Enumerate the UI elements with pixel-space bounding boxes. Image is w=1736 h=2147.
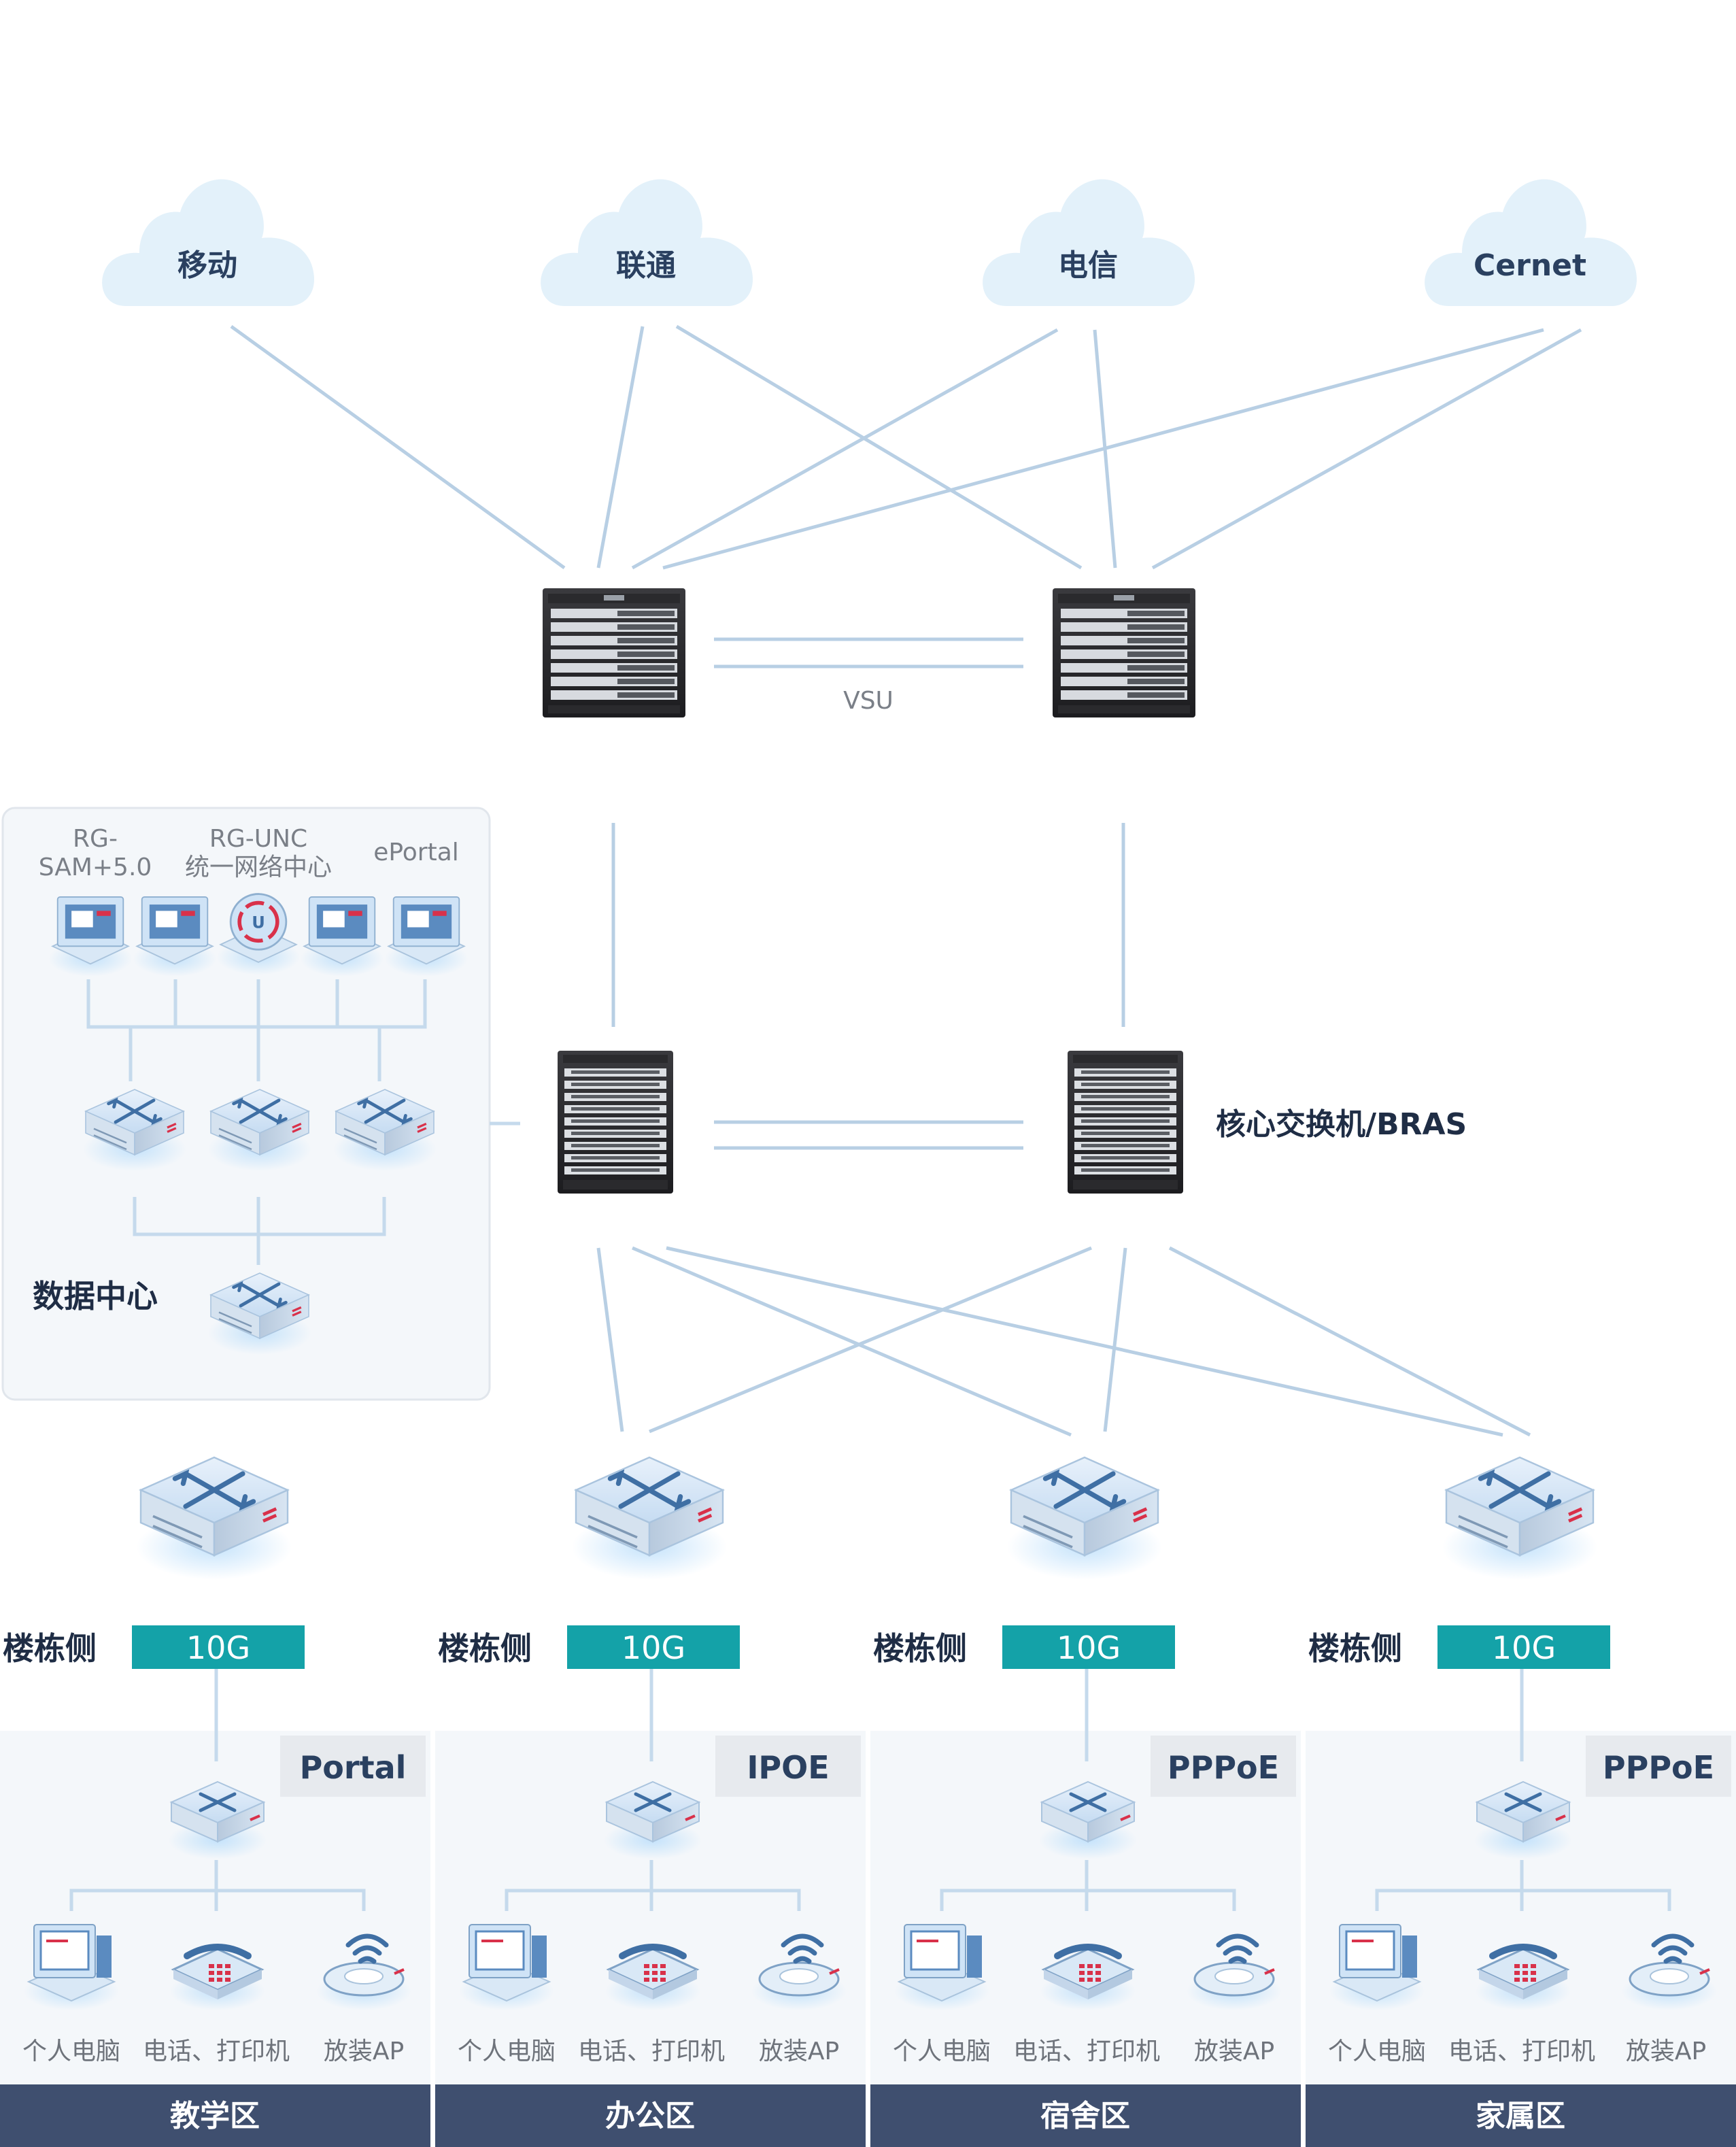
speed-tag-text: 10G	[186, 1629, 250, 1666]
server-eportal-1	[299, 896, 385, 977]
edge-router-right	[1053, 588, 1195, 717]
auth-badge-text: PPPoE	[1603, 1749, 1714, 1786]
vsu-label: VSU	[843, 687, 893, 715]
pc-icon	[22, 1923, 120, 2012]
sam-label-line1: RG-	[73, 825, 118, 853]
phone-icon	[1040, 1947, 1136, 2010]
zone-label: 宿舍区	[1040, 2099, 1130, 2133]
server-eportal-2	[384, 896, 469, 977]
device-label-pc: 个人电脑	[458, 2038, 556, 2065]
speed-tag-text: 10G	[622, 1629, 685, 1666]
agg-switch	[1007, 1457, 1162, 1580]
building-side-label: 楼栋侧	[3, 1630, 97, 1667]
pc-icon	[893, 1923, 991, 2012]
unc-label-line2: 统一网络中心	[185, 853, 332, 881]
uplink-lines	[230, 324, 1582, 570]
auth-badge-text: IPOE	[747, 1749, 829, 1786]
auth-badge-text: Portal	[300, 1749, 407, 1786]
building-column-teaching: 楼栋侧 10G Portal 个人电脑 电话、打印机 放装AP 教学区	[0, 1457, 430, 2147]
device-label-pc: 个人电脑	[893, 2038, 991, 2065]
phone-icon	[1476, 1947, 1571, 2010]
datacenter-panel: RG- SAM+5.0 RG-UNC 统一网络中心 ePortal 数据中心	[1, 807, 520, 1401]
speed-tag-text: 10G	[1492, 1629, 1556, 1666]
cloud-telecom: 电信	[983, 179, 1195, 306]
cloud-label-mobile: 移动	[177, 248, 237, 283]
device-label-pc: 个人电脑	[1328, 2038, 1426, 2065]
pc-icon	[1328, 1923, 1426, 2012]
zone-bar	[1306, 2084, 1736, 2147]
vsu-link: VSU	[714, 637, 1023, 715]
cloud-cernet: Cernet	[1425, 179, 1637, 306]
zone-label: 家属区	[1476, 2099, 1565, 2133]
server-sam-1	[48, 896, 133, 977]
datacenter-title: 数据中心	[33, 1278, 158, 1315]
zone-bar	[435, 2084, 866, 2147]
building-column-family: 楼栋侧 10G PPPoE 个人电脑 电话、打印机 放装AP 家属区	[1306, 1457, 1736, 2147]
cloud-unicom: 联通	[541, 179, 753, 306]
sam-label-line2: SAM+5.0	[39, 853, 152, 881]
cloud-mobile: 移动	[102, 179, 315, 306]
device-label-ap: 放装AP	[759, 2038, 839, 2065]
speed-tag	[132, 1625, 305, 1669]
building-side-label: 楼栋侧	[873, 1630, 967, 1667]
eportal-label: ePortal	[373, 839, 459, 866]
server-sam-2	[132, 896, 218, 977]
auth-badge	[715, 1736, 861, 1797]
core-switch-left	[558, 1051, 673, 1194]
zone-label: 办公区	[605, 2099, 695, 2133]
core-switch-right	[1068, 1051, 1183, 1194]
phone-icon	[605, 1947, 700, 2010]
datacenter-tree-lines	[86, 979, 520, 1265]
building-side-label: 楼栋侧	[438, 1630, 532, 1667]
auth-badge	[280, 1736, 426, 1797]
agg-switch	[572, 1457, 727, 1580]
zone-panels	[0, 1731, 1736, 2084]
auth-badge	[1586, 1736, 1731, 1797]
unc-label-line1: RG-UNC	[209, 825, 307, 853]
edge-router-left	[543, 588, 685, 717]
pc-icon	[458, 1923, 556, 2012]
zone-label: 教学区	[170, 2099, 260, 2133]
device-label-pc: 个人电脑	[22, 2038, 120, 2065]
building-column-office: 楼栋侧 10G IPOE 个人电脑 电话、打印机 放装AP 办公区	[435, 1457, 866, 2147]
speed-tag	[567, 1625, 740, 1669]
core-link	[714, 1120, 1023, 1150]
cloud-label-telecom: 电信	[1058, 248, 1118, 283]
device-label-ap: 放装AP	[1194, 2038, 1274, 2065]
device-label-phone: 电话、打印机	[143, 2038, 290, 2065]
device-label-ap: 放装AP	[324, 2038, 404, 2065]
agg-switch	[137, 1457, 292, 1580]
device-label-phone: 电话、打印机	[1448, 2038, 1595, 2065]
zone-bar	[0, 2084, 430, 2147]
building-side-label: 楼栋侧	[1308, 1630, 1402, 1667]
cloud-label-unicom: 联通	[616, 248, 676, 283]
core-aggregation-lines	[596, 1246, 1531, 1437]
speed-tag	[1437, 1625, 1610, 1669]
auth-badge-text: PPPoE	[1168, 1749, 1279, 1786]
device-label-phone: 电话、打印机	[578, 2038, 725, 2065]
device-label-ap: 放装AP	[1626, 2038, 1706, 2065]
device-label-phone: 电话、打印机	[1013, 2038, 1160, 2065]
core-switch-label: 核心交换机/BRAS	[1216, 1107, 1467, 1142]
agg-switch	[1442, 1457, 1597, 1580]
phone-icon	[170, 1947, 265, 2010]
auth-badge	[1151, 1736, 1296, 1797]
zone-bar	[870, 2084, 1301, 2147]
building-column-dormitory: 楼栋侧 10G PPPoE 个人电脑 电话、打印机 放装AP 宿舍区	[870, 1457, 1301, 2147]
isp-clouds: 移动 联通 电信 Cernet	[102, 179, 1637, 306]
speed-tag-text: 10G	[1057, 1629, 1121, 1666]
cloud-label-cernet: Cernet	[1474, 248, 1586, 283]
speed-tag	[1002, 1625, 1175, 1669]
